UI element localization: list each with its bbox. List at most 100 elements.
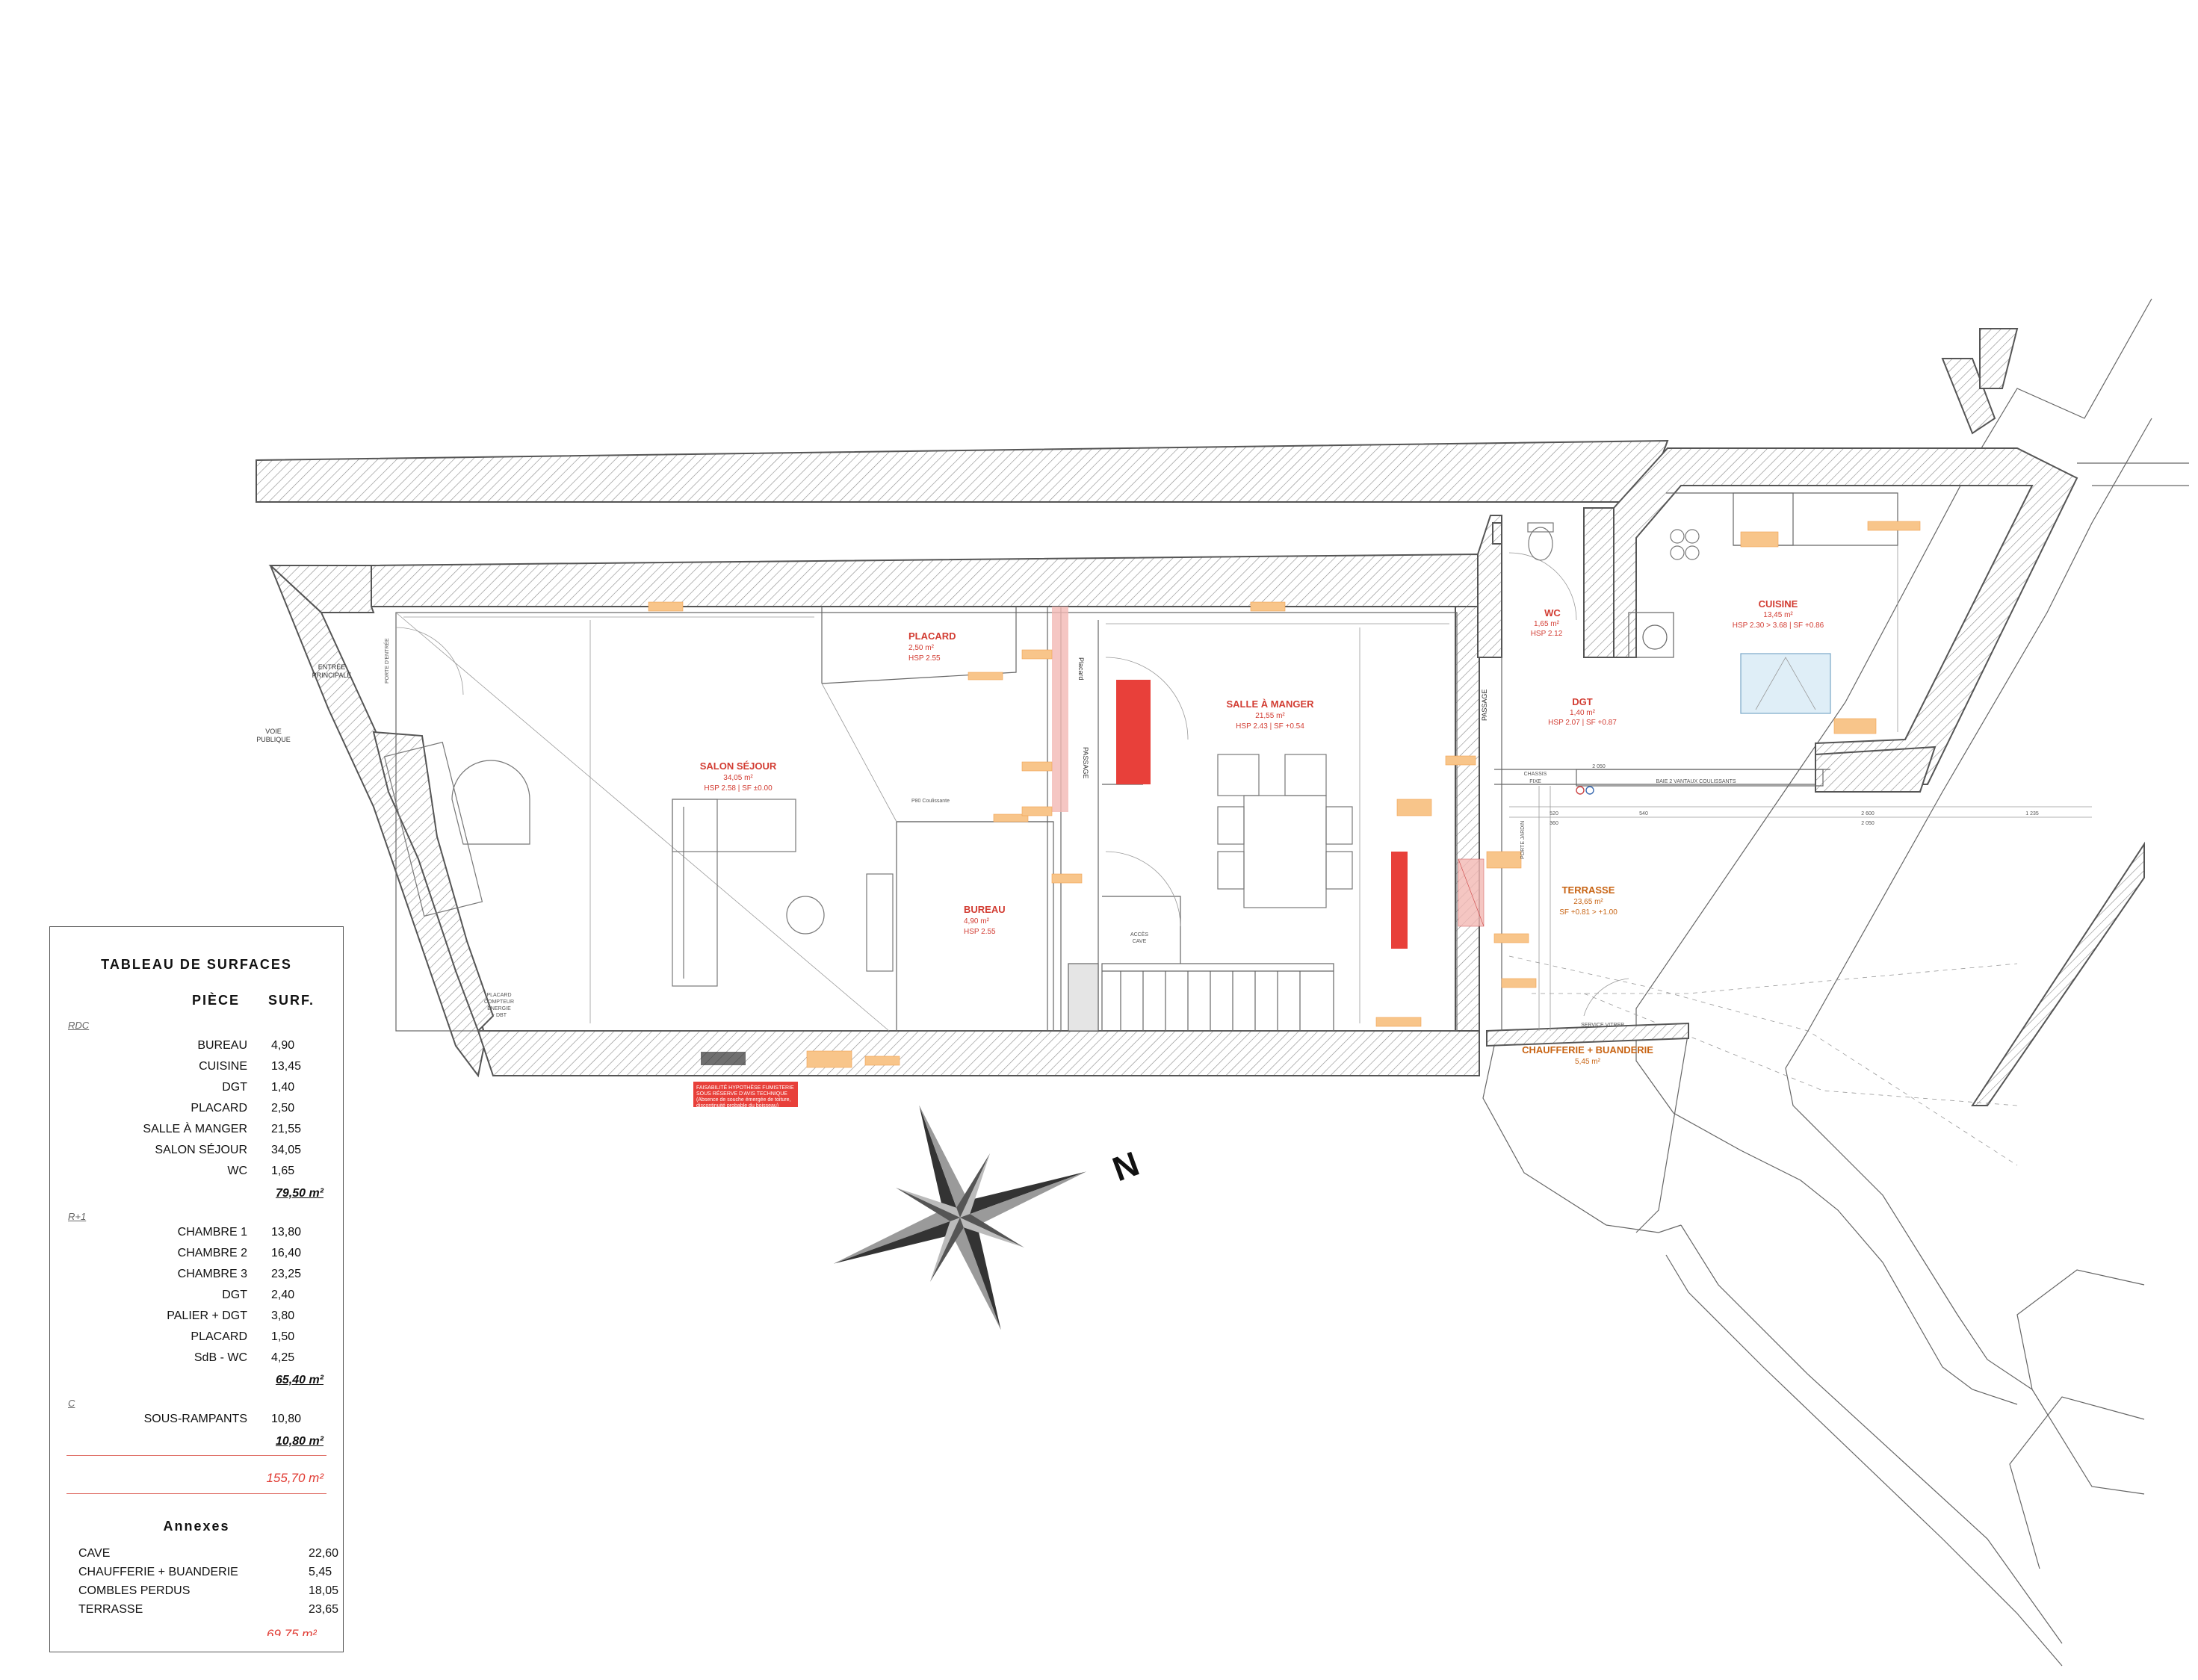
dim-2600: 2 600 [1861,811,1875,816]
baie-label: BAIE 2 VANTAUX COULISSANTS [1656,779,1736,784]
warning-4: discontinuité probable du boisseau) [696,1103,778,1109]
room-dgt-area: 1,40 m² [1570,709,1596,717]
col-header-surf: SURF. [268,993,315,1008]
total-divider-top [66,1455,326,1456]
room-salle-info: HSP 2.43 | SF +0.54 [1236,722,1304,731]
surface-table: TABLEAU DE SURFACES PIÈCE SURF. RDC BURE… [49,926,344,1652]
rdc-subtotal: 79,50 m² [275,1187,323,1200]
grand-total: 155,70 m² [266,1471,323,1485]
placard-v-label: Placard [1077,657,1085,681]
annex-title: Annexes [163,1519,230,1534]
room-cuisine-info: HSP 2.30 > 3.68 | SF +0.86 [1733,622,1824,630]
voie-label-1: VOIE [265,728,282,735]
col-header-piece: PIÈCE [192,993,241,1008]
entree-label-1: ENTRÉE [318,663,346,671]
placard-compteur-4: + DBT [492,1013,507,1018]
room-salon-info: HSP 2.58 | SF ±0.00 [704,784,773,793]
acces-cave-1: ACCÈS [1130,931,1148,937]
room-cuisine-area: 13,45 m² [1763,611,1793,619]
room-bureau-area: 4,90 m² [964,917,990,926]
room-salle-name: SALLE À MANGER [1227,698,1315,710]
porte-jardin-label: PORTE JARDIN [1520,821,1526,859]
dim-2050-b: 2 050 [1861,821,1875,826]
dim-1235: 1 235 [2025,811,2039,816]
room-salon-name: SALON SÉJOUR [700,760,777,772]
placard-compteur-2: COMPTEUR [484,999,514,1005]
room-wc-info: HSP 2.12 [1531,630,1563,638]
room-terrasse-area: 23,65 m² [1573,898,1603,906]
partitions [395,492,2092,1032]
walls [256,439,2078,1078]
service-label: SERVICE VITREP [1581,1023,1624,1028]
dim-520: 520 [1550,811,1558,816]
passage-label-2: PASSAGE [1481,689,1488,721]
compass-rose [833,1105,1087,1330]
room-dgt-name: DGT [1572,696,1593,707]
entree-label-2: PRINCIPALE [312,672,352,679]
total-divider-bottom [66,1493,326,1494]
room-placard-name: PLACARD [908,630,956,642]
c-subtotal: 10,80 m² [275,1435,323,1448]
section-r1: R+1 [68,1211,87,1222]
room-bureau-info: HSP 2.55 [964,928,996,936]
dim-360: 360 [1550,821,1558,826]
room-terrasse-name: TERRASSE [1562,884,1615,896]
annotation-notes [648,521,1921,1107]
chassis-label-1: CHASSIS [1524,772,1547,777]
room-salon-area: 34,05 m² [723,774,753,782]
chassis-label-2: FIXE [1529,779,1541,784]
warning-2: SOUS RÉSERVE D'AVIS TECHNIQUE [696,1090,787,1097]
room-placard-info: HSP 2.55 [908,654,941,663]
room-terrasse-info: SF +0.81 > +1.00 [1559,908,1617,917]
dim-540: 540 [1639,811,1648,816]
dim-2050-a: 2 050 [1592,764,1606,769]
room-chaufferie-name: CHAUFFERIE + BUANDERIE [1522,1044,1653,1056]
warning-1: FAISABILITÉ HYPOTHÈSE FUMISTERIE [696,1084,794,1091]
placard-compteur-3: ÉNERGIE [487,1005,511,1011]
room-labels: SALON SÉJOUR 34,05 m² HSP 2.58 | SF ±0.0… [700,598,1824,1066]
room-salle-area: 21,55 m² [1255,712,1285,720]
section-c: C [68,1398,75,1409]
furniture [383,522,1700,987]
room-wc-name: WC [1544,607,1561,619]
table-title: TABLEAU DE SURFACES [101,957,292,972]
room-cuisine-name: CUISINE [1759,598,1798,610]
section-rdc: RDC [68,1020,90,1031]
room-wc-area: 1,65 m² [1534,620,1560,628]
misc-labels: ENTRÉE PRINCIPALE VOIE PUBLIQUE PORTE D'… [256,638,2039,1109]
warning-3: (Absence de souche émergée de toiture, [696,1097,791,1103]
porte-entree-label: PORTE D'ENTRÉE [383,638,390,684]
r1-subtotal: 65,40 m² [275,1374,323,1386]
passage-label-1: PASSAGE [1082,747,1089,778]
room-dgt-info: HSP 2.07 | SF +0.87 [1548,719,1617,727]
site-outline [1482,298,2189,1667]
placard-compteur-1: PLACARD [486,993,511,998]
voie-label-2: PUBLIQUE [256,736,291,743]
compass-north-label: N [1107,1144,1144,1188]
room-placard-area: 2,50 m² [908,644,935,652]
room-bureau-name: BUREAU [964,904,1006,915]
p80-label: P80 Coulissante [911,799,950,804]
room-chaufferie-area: 5,45 m² [1575,1058,1601,1066]
annex-total: 69,75 m² [267,1629,317,1636]
